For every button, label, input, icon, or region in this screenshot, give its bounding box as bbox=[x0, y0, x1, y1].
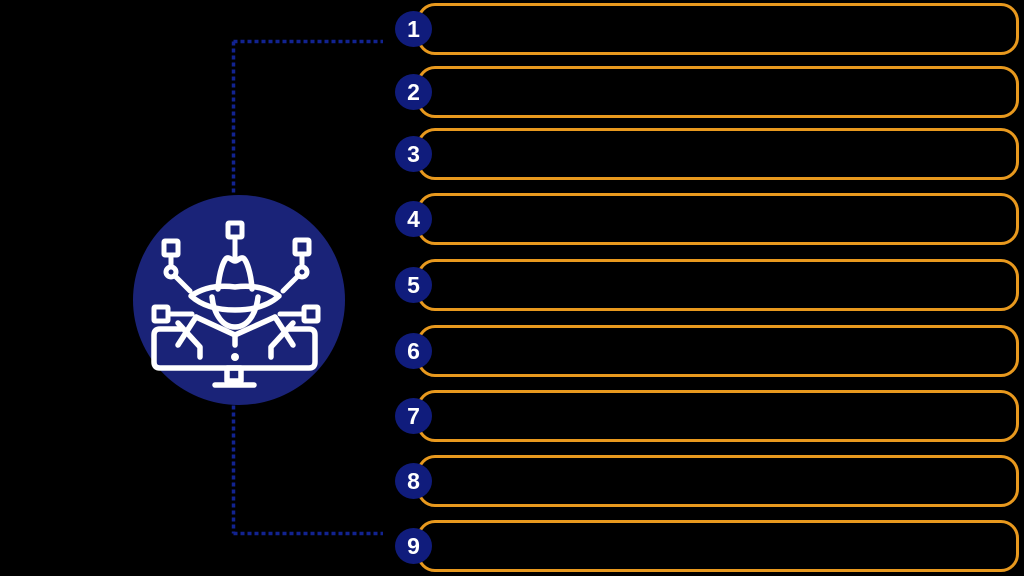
step-pill-3 bbox=[417, 128, 1019, 180]
step-number-badge-3: 3 bbox=[395, 136, 432, 172]
step-number-badge-9: 9 bbox=[395, 528, 432, 564]
step-number-badge-1: 1 bbox=[395, 11, 432, 47]
step-number-badge-6: 6 bbox=[395, 333, 432, 369]
step-pill-9 bbox=[417, 520, 1019, 572]
step-pill-6 bbox=[417, 325, 1019, 377]
step-pill-1 bbox=[417, 3, 1019, 55]
step-number-badge-5: 5 bbox=[395, 267, 432, 303]
step-pill-8 bbox=[417, 455, 1019, 507]
step-number-badge-8: 8 bbox=[395, 463, 432, 499]
step-pill-5 bbox=[417, 259, 1019, 311]
step-number-badge-7: 7 bbox=[395, 398, 432, 434]
step-number-badge-4: 4 bbox=[395, 201, 432, 237]
hacker-spy-network-icon bbox=[151, 220, 321, 388]
step-number-badge-2: 2 bbox=[395, 74, 432, 110]
hacker-icon-circle bbox=[133, 195, 345, 405]
step-pill-7 bbox=[417, 390, 1019, 442]
step-pill-4 bbox=[417, 193, 1019, 245]
step-pill-2 bbox=[417, 66, 1019, 118]
